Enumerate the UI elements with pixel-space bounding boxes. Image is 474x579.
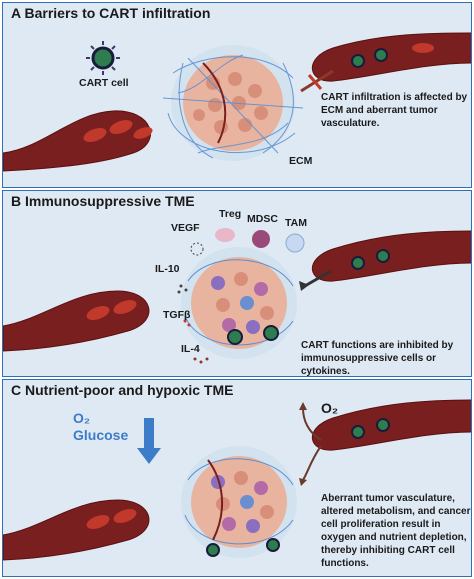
cart-cell-label: CART cell xyxy=(79,77,129,89)
panel-c: C Nutrient-poor and hypoxic TME xyxy=(2,379,472,577)
tgfb-icon xyxy=(183,319,191,327)
tgfb-label: TGFβ xyxy=(163,309,191,321)
panel-c-title: C Nutrient-poor and hypoxic TME xyxy=(11,382,234,398)
il4-icon xyxy=(193,357,209,364)
tam-label: TAM xyxy=(285,217,307,229)
panel-a-illustration xyxy=(3,32,471,172)
panel-a-description: CART infiltration is affected by ECM and… xyxy=(321,92,468,129)
mdsc-icon xyxy=(252,230,270,248)
panel-a-title: A Barriers to CART infiltration xyxy=(11,5,211,21)
o2-out-label: O₂ xyxy=(321,400,339,416)
panel-b-title: B Immunosuppressive TME xyxy=(11,193,195,209)
panel-c-illustration xyxy=(3,399,471,561)
vegf-label: VEGF xyxy=(171,222,200,234)
treg-icon xyxy=(215,228,235,242)
il10-icon xyxy=(177,284,188,294)
mdsc-label: MDSC xyxy=(247,213,278,225)
il4-label: IL-4 xyxy=(181,343,200,355)
treg-label: Treg xyxy=(219,208,242,220)
down-arrow-icon xyxy=(137,418,161,464)
panel-b-description: CART functions are inhibited by immunosu… xyxy=(301,340,454,377)
panel-b: B Immunosuppressive TME xyxy=(2,190,472,377)
cart-cell-icon xyxy=(86,41,120,75)
panel-a: A Barriers to CART infiltration xyxy=(2,2,472,188)
il10-label: IL-10 xyxy=(155,263,180,275)
glucose-label: Glucose xyxy=(73,427,129,443)
o2-label: O₂ xyxy=(73,410,91,426)
panel-c-description: Aberrant tumor vasculature, altered meta… xyxy=(321,493,471,569)
vegf-icon xyxy=(190,242,204,256)
panel-b-illustration xyxy=(3,228,471,364)
tam-icon xyxy=(285,233,305,253)
ecm-label: ECM xyxy=(289,155,313,167)
